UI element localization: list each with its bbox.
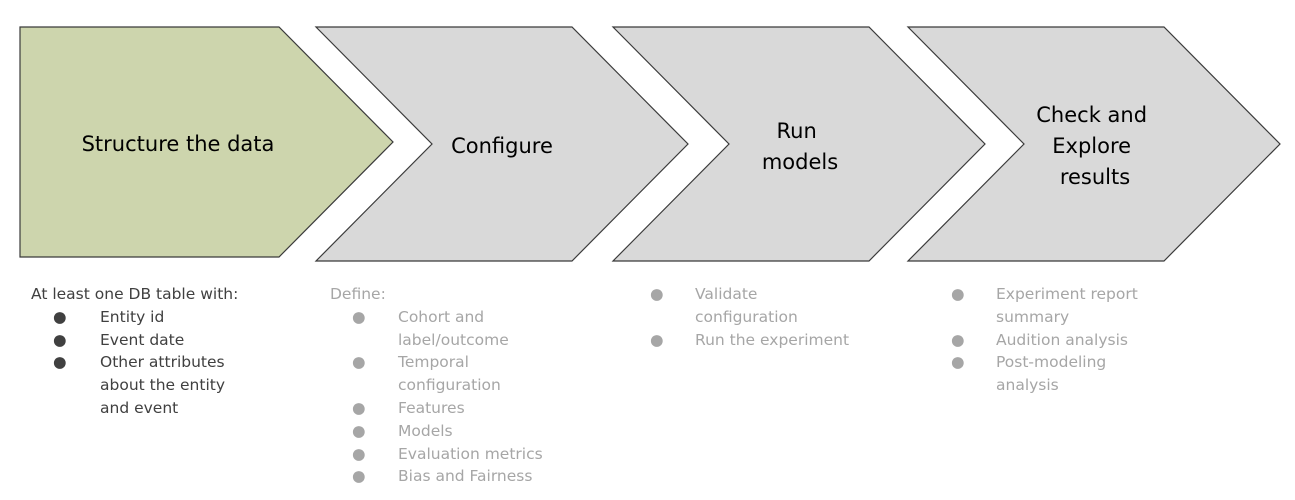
notes-intro-structure: At least one DB table with: bbox=[31, 285, 239, 303]
list-item-text: Other attributes about the entity and ev… bbox=[100, 353, 226, 417]
bullet-icon: ● bbox=[53, 307, 67, 326]
list-item-text: Cohort and label/outcome bbox=[398, 307, 509, 349]
notes-configure: Define: ● Cohort and label/outcome ● Tem… bbox=[330, 283, 548, 488]
bullet-icon: ● bbox=[53, 330, 67, 349]
list-item-text: Post-modeling analysis bbox=[996, 353, 1107, 395]
chevron-shape-structure bbox=[19, 26, 394, 258]
list-item-text: Validate configuration bbox=[695, 285, 798, 326]
chevron-shape-configure bbox=[314, 26, 689, 262]
list-item-text: Temporal configuration bbox=[398, 353, 501, 395]
notes-intro-configure: Define: bbox=[330, 285, 386, 303]
bullet-icon: ● bbox=[352, 444, 366, 463]
list-item: ● Temporal configuration bbox=[330, 351, 548, 397]
list-item-text: Features bbox=[398, 398, 465, 417]
list-item-text: Entity id bbox=[100, 307, 165, 326]
list-item-text: Run the experiment bbox=[695, 330, 850, 349]
list-item-text: Evaluation metrics bbox=[398, 444, 543, 463]
bullet-icon: ● bbox=[352, 467, 366, 486]
bullet-list-run-models: ● Validate configuration ● Run the exper… bbox=[650, 283, 860, 351]
chevron-shape-explore bbox=[906, 26, 1281, 262]
notes-check-and-explore: ● Experiment report summary ● Audition a… bbox=[951, 283, 1161, 397]
list-item-text: Event date bbox=[100, 330, 185, 349]
list-item: ● Event date bbox=[31, 329, 240, 352]
bullet-icon: ● bbox=[352, 353, 366, 372]
list-item: ● Features bbox=[330, 397, 548, 420]
list-item-text: Experiment report summary bbox=[996, 285, 1138, 326]
chevron-shape-run-models bbox=[611, 26, 986, 262]
bullet-icon: ● bbox=[53, 353, 67, 372]
list-item: ● Experiment report summary bbox=[951, 283, 1161, 329]
step-title-explore: Check and Explore results bbox=[1036, 103, 1153, 189]
bullet-icon: ● bbox=[650, 285, 664, 303]
step-run-models: Run models bbox=[611, 26, 986, 262]
step-title-structure: Structure the data bbox=[82, 132, 275, 156]
list-item: ● Validate configuration bbox=[650, 283, 860, 329]
list-item: ● Run the experiment bbox=[650, 329, 860, 352]
step-configure: Configure bbox=[314, 26, 689, 262]
list-item: ● Cohort and label/outcome bbox=[330, 306, 548, 352]
list-item: ● Bias and Fairness bbox=[330, 465, 548, 488]
list-item: ● Audition analysis bbox=[951, 329, 1161, 352]
bullet-icon: ● bbox=[352, 421, 366, 440]
step-title-configure: Configure bbox=[451, 134, 553, 158]
bullet-icon: ● bbox=[951, 353, 965, 372]
list-item: ● Models bbox=[330, 420, 548, 443]
list-item-text: Audition analysis bbox=[996, 330, 1128, 349]
bullet-icon: ● bbox=[951, 285, 965, 303]
bullet-list-explore: ● Experiment report summary ● Audition a… bbox=[951, 283, 1161, 397]
step-check-and-explore-results: Check and Explore results bbox=[906, 26, 1281, 262]
step-title-run-models: Run models bbox=[762, 119, 838, 174]
bullet-icon: ● bbox=[951, 330, 965, 349]
bullet-icon: ● bbox=[650, 330, 664, 349]
bullet-icon: ● bbox=[352, 398, 366, 417]
bullet-list-structure: ● Entity id ● Event date ● Other attribu… bbox=[31, 306, 240, 420]
bullet-list-configure: ● Cohort and label/outcome ● Temporal co… bbox=[330, 306, 548, 488]
list-item: ● Evaluation metrics bbox=[330, 443, 548, 466]
notes-structure-the-data: At least one DB table with: ● Entity id … bbox=[31, 283, 240, 420]
list-item: ● Other attributes about the entity and … bbox=[31, 351, 240, 419]
bullet-icon: ● bbox=[352, 307, 366, 326]
notes-run-models: ● Validate configuration ● Run the exper… bbox=[650, 283, 860, 351]
list-item-text: Models bbox=[398, 421, 453, 440]
list-item: ● Post-modeling analysis bbox=[951, 351, 1161, 397]
step-structure-the-data: Structure the data bbox=[19, 26, 394, 258]
list-item-text: Bias and Fairness bbox=[398, 467, 533, 486]
list-item: ● Entity id bbox=[31, 306, 240, 329]
